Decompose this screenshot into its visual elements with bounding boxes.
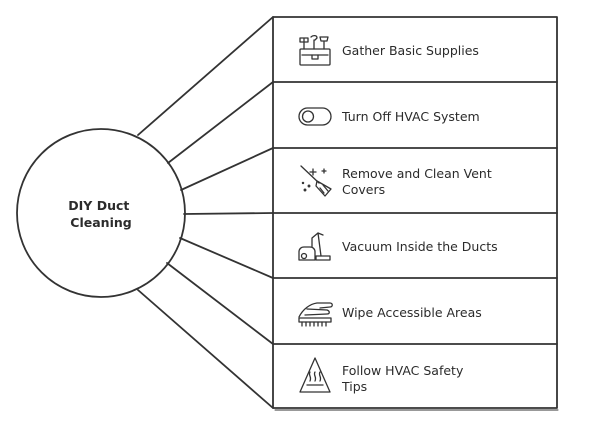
center-circle (16, 128, 186, 298)
step-label: Gather Basic Supplies (342, 43, 479, 58)
center-label-line-2: Cleaning (70, 215, 131, 230)
broom-icon (300, 165, 332, 197)
connector-5 (179, 237, 274, 279)
panel-frame (272, 16, 559, 411)
connector-1 (137, 16, 274, 136)
step-vacuum-inside-the-ducts: Vacuum Inside the Ducts (298, 232, 498, 261)
step-label: Turn Off HVAC System (341, 109, 480, 124)
step-follow-hvac-safety-tips: Follow HVAC Safety Tips (299, 357, 467, 394)
center-label-line-1: DIY Duct (68, 198, 129, 213)
step-remove-and-clean-vent-covers: Remove and Clean Vent Covers (300, 165, 496, 197)
step-turn-off-hvac-system: Turn Off HVAC System (298, 107, 480, 126)
connector-2 (167, 81, 274, 164)
step-label: Vacuum Inside the Ducts (342, 239, 498, 254)
step-wipe-accessible-areas: Wipe Accessible Areas (298, 302, 482, 327)
connector-6 (166, 262, 274, 345)
hand-wipe-icon (298, 302, 333, 327)
step-label-line-1: Turn Off HVAC System (341, 109, 480, 124)
step-label-line-1: Wipe Accessible Areas (342, 305, 482, 320)
step-label-line-2: Covers (342, 182, 385, 197)
center-node: DIY Duct Cleaning (16, 128, 186, 298)
step-label-line-1: Gather Basic Supplies (342, 43, 479, 58)
step-label: Remove and Clean Vent Covers (342, 166, 496, 197)
connector-7 (137, 289, 274, 409)
connector-3 (180, 147, 274, 191)
heat-warning-icon (299, 357, 331, 393)
step-label-line-1: Follow HVAC Safety (342, 363, 464, 378)
vacuum-icon (298, 232, 331, 261)
connectors (137, 16, 274, 409)
toggle-switch-icon (298, 107, 332, 126)
connector-4 (183, 212, 274, 215)
toolbox-icon (299, 34, 331, 66)
center-label: DIY Duct Cleaning (68, 198, 133, 230)
step-label: Wipe Accessible Areas (342, 305, 482, 320)
step-gather-basic-supplies: Gather Basic Supplies (299, 34, 479, 66)
step-label-line-1: Remove and Clean Vent (342, 166, 492, 181)
step-label: Follow HVAC Safety Tips (341, 363, 467, 394)
step-label-line-1: Vacuum Inside the Ducts (342, 239, 498, 254)
step-label-line-2: Tips (341, 379, 367, 394)
